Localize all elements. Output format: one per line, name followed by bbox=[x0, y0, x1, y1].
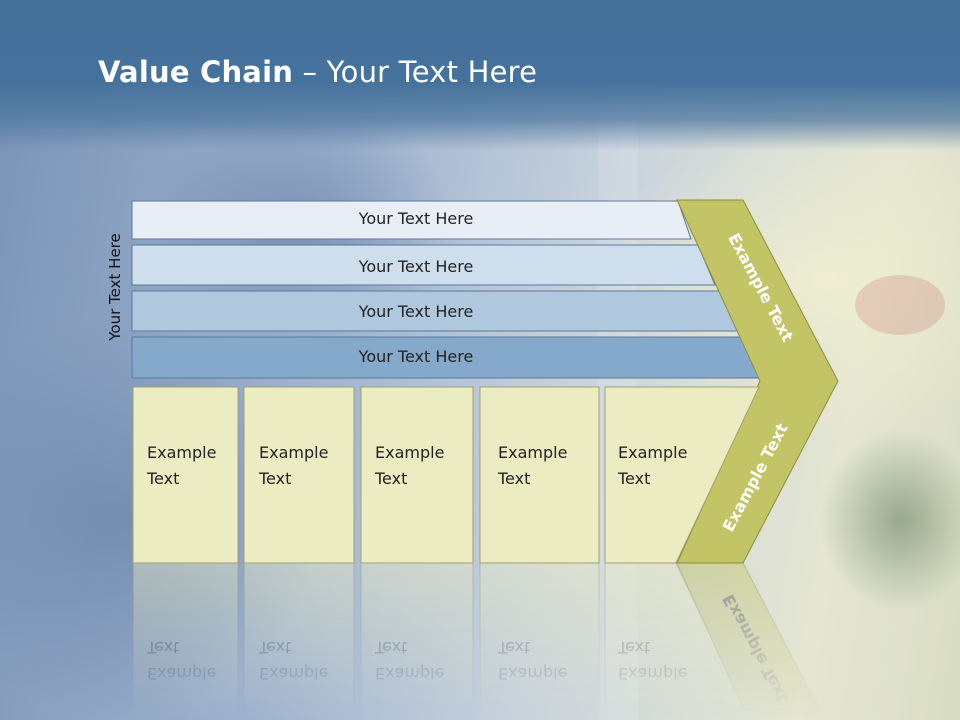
cell-1-reflection bbox=[132, 562, 239, 720]
cell-2 bbox=[243, 386, 355, 564]
chevron-arrow-reflection bbox=[676, 562, 826, 720]
cell-2-reflection-line-2: Text bbox=[258, 638, 291, 657]
title-rest: – Your Text Here bbox=[293, 55, 538, 89]
cell-2-reflection-line-1: Example bbox=[259, 664, 328, 683]
bar-1-label: Your Text Here bbox=[358, 209, 474, 228]
cell-4-reflection-line-2: Text bbox=[497, 638, 530, 657]
cell-3-reflection-line-1: Example bbox=[375, 664, 444, 683]
cell-3 bbox=[360, 386, 474, 564]
cell-1-line-2: Text bbox=[146, 469, 179, 488]
cell-1-line-1: Example bbox=[147, 443, 216, 462]
cell-5-reflection-line-2: Text bbox=[617, 638, 650, 657]
slide-title: Value Chain – Your Text Here bbox=[98, 55, 537, 89]
bar-2 bbox=[131, 244, 716, 286]
cell-2-line-2: Text bbox=[258, 469, 291, 488]
cell-3-reflection bbox=[360, 562, 474, 720]
cell-2-reflection bbox=[243, 562, 355, 720]
cell-3-reflection-line-2: Text bbox=[374, 638, 407, 657]
cell-3-line-1: Example bbox=[375, 443, 444, 462]
cell-5-reflection bbox=[604, 562, 751, 720]
cell-5-reflection-line-1: Example bbox=[618, 664, 687, 683]
cell-1-reflection-line-2: Text bbox=[146, 638, 179, 657]
cell-5-line-1: Example bbox=[618, 443, 687, 462]
cell-5-line-2: Text bbox=[617, 469, 650, 488]
cell-4 bbox=[479, 386, 600, 564]
bar-2-label: Your Text Here bbox=[358, 257, 474, 276]
cell-4-line-2: Text bbox=[497, 469, 530, 488]
bar-4-label: Your Text Here bbox=[358, 347, 474, 366]
cell-1 bbox=[132, 386, 239, 564]
bar-3-label: Your Text Here bbox=[358, 302, 474, 321]
header-band bbox=[0, 0, 960, 150]
cell-4-reflection-line-1: Example bbox=[498, 664, 567, 683]
cell-4-reflection bbox=[479, 562, 600, 720]
bar-1 bbox=[131, 200, 692, 240]
reflection: Example Text Example Text Example Text E… bbox=[132, 562, 826, 720]
title-bold: Value Chain bbox=[98, 55, 294, 89]
cell-1-reflection-line-1: Example bbox=[147, 664, 216, 683]
cell-4-line-1: Example bbox=[498, 443, 567, 462]
cell-2-line-1: Example bbox=[259, 443, 328, 462]
cell-3-line-2: Text bbox=[374, 469, 407, 488]
